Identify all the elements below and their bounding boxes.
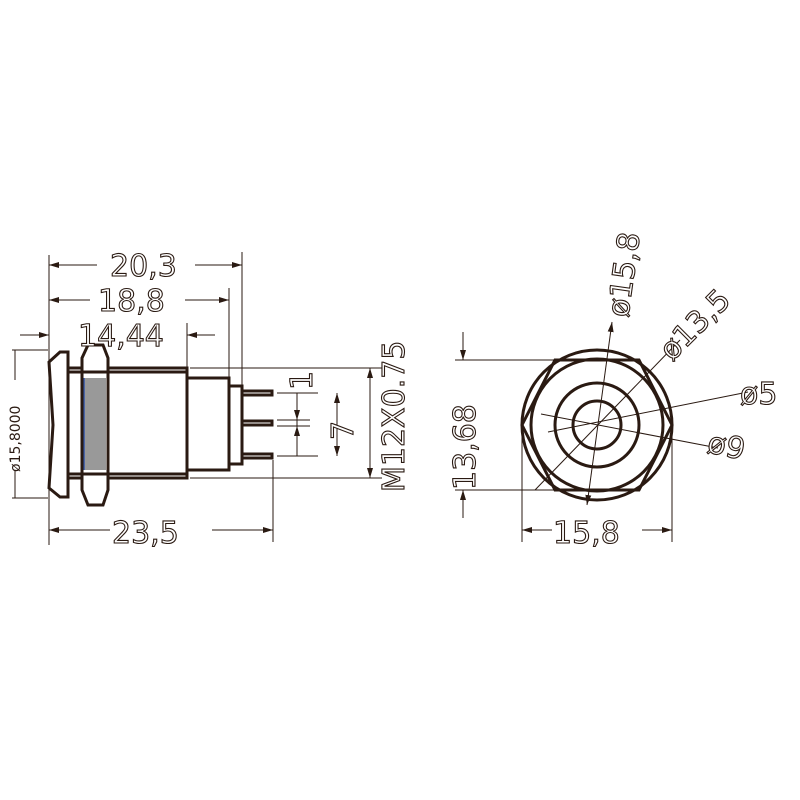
dim-total-length: 23,5 [112,516,179,551]
nut-fill [84,378,106,470]
dim-thread-length: 14,44 [78,319,164,354]
dim-outer-diameter: ø15,8 [601,230,648,319]
dim-width: 15,8 [553,516,620,551]
dim-inner-ring-diameter: ø9 [704,426,748,468]
threaded-body [106,366,189,480]
front-view: ø15,8 ø13,5 ø5 ø9 13,68 15,8 [447,229,778,551]
dim-cap-diameter: ø15,8000 [8,406,24,472]
dim-ring-diameter: ø13,5 [653,283,738,368]
cap [47,350,70,499]
dim-overall-body: 20,3 [110,249,177,284]
side-view: 20,3 18,8 14,44 23,5 ø15,8000 M12X0.75 7… [8,248,413,551]
hex-nut [80,343,110,507]
flange [66,366,84,480]
dim-thread: M12X0.75 [377,341,412,492]
dim-body-length: 18,8 [98,284,165,319]
base [227,384,244,466]
dim-pin-pitch: 7 [326,421,361,440]
dim-hex-flats: 13,68 [448,404,483,490]
dim-lens-diameter: ø5 [740,377,777,412]
dim-pin-width: 1 [285,371,320,390]
pins [240,389,274,460]
rear-body [185,376,231,472]
